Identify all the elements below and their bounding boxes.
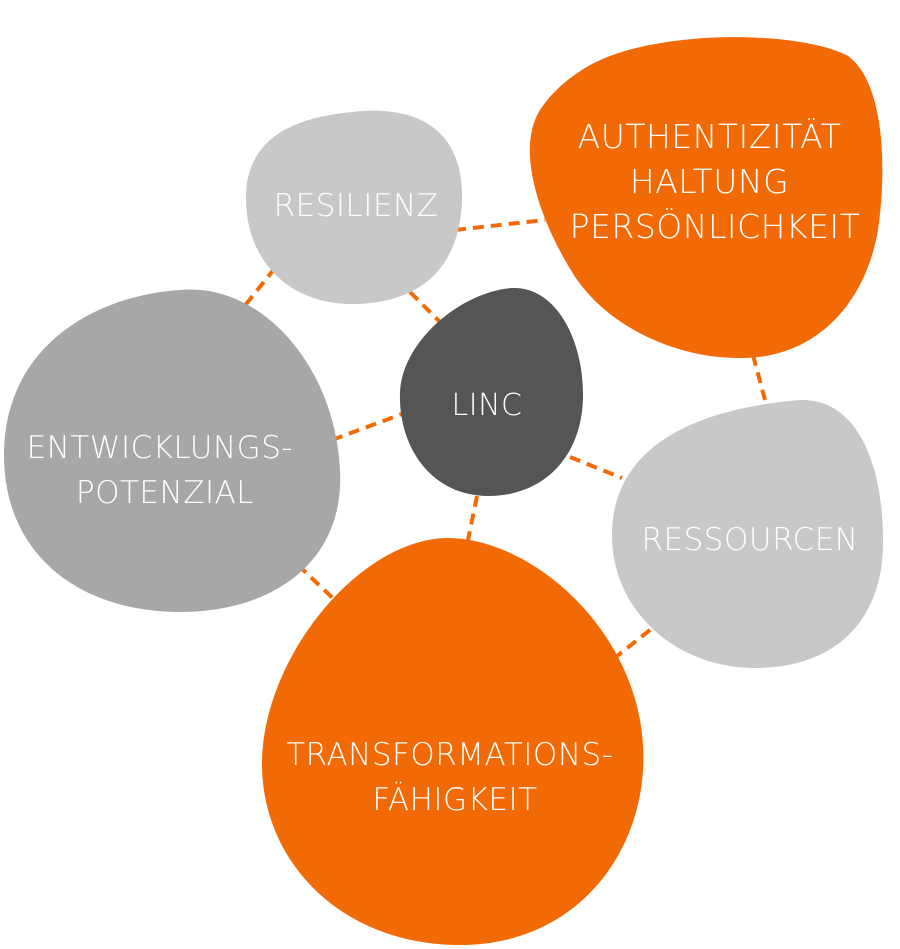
label-authentizitaet: AUTHENTIZITÄT HALTUNG PERSÖNLICHKEIT bbox=[570, 117, 861, 246]
label-entwicklungspotenzial: ENTWICKLUNGS- POTENZIAL bbox=[27, 430, 304, 511]
blob-authentizitaet bbox=[529, 37, 883, 359]
connector-linc-ressourcen bbox=[569, 455, 623, 480]
blob-ressourcen bbox=[612, 399, 884, 668]
label-transformationsfaehigkeit-line-1: TRANSFORMATIONS- bbox=[286, 737, 613, 773]
node-transformationsfaehigkeit: TRANSFORMATIONS- FÄHIGKEIT bbox=[261, 537, 644, 945]
connector-resilienz-authentizitaet bbox=[454, 218, 546, 232]
node-entwicklungspotenzial: ENTWICKLUNGS- POTENZIAL bbox=[4, 289, 341, 612]
label-entwicklungspotenzial-line-2: POTENZIAL bbox=[76, 475, 254, 511]
label-authentizitaet-line-2: HALTUNG bbox=[630, 162, 789, 201]
label-resilienz: RESILIENZ bbox=[274, 188, 439, 224]
connectors bbox=[233, 218, 767, 662]
label-ressourcen-line-1: RESSOURCEN bbox=[642, 522, 859, 558]
node-resilienz: RESILIENZ bbox=[246, 110, 463, 304]
label-ressourcen: RESSOURCEN bbox=[642, 522, 859, 558]
connector-linc-transformationsfaehigkeit bbox=[466, 495, 479, 541]
blob-resilienz bbox=[246, 110, 463, 304]
label-linc-line-1: LINC bbox=[452, 388, 523, 423]
node-ressourcen: RESSOURCEN bbox=[612, 399, 884, 668]
label-resilienz-line-1: RESILIENZ bbox=[274, 188, 439, 224]
blob-entwicklungspotenzial bbox=[4, 289, 341, 612]
connector-ressourcen-transformationsfaehigkeit bbox=[610, 628, 652, 662]
blob-linc bbox=[399, 287, 583, 496]
label-entwicklungspotenzial-line-1: ENTWICKLUNGS- bbox=[27, 430, 293, 466]
connector-resilienz-entwicklungspotenzial bbox=[233, 266, 277, 320]
label-authentizitaet-line-3: PERSÖNLICHKEIT bbox=[570, 207, 861, 246]
node-linc: LINC bbox=[399, 287, 583, 496]
connector-entwicklungspotenzial-linc bbox=[331, 412, 403, 442]
label-linc: LINC bbox=[452, 388, 523, 423]
node-authentizitaet: AUTHENTIZITÄT HALTUNG PERSÖNLICHKEIT bbox=[529, 37, 883, 359]
connector-resilienz-linc bbox=[408, 290, 442, 324]
connector-entwicklungspotenzial-transformationsfaehigkeit bbox=[296, 563, 342, 607]
connector-authentizitaet-ressourcen bbox=[751, 354, 767, 401]
blob-transformationsfaehigkeit bbox=[261, 537, 644, 945]
label-transformationsfaehigkeit: TRANSFORMATIONS- FÄHIGKEIT bbox=[286, 737, 624, 818]
label-authentizitaet-line-1: AUTHENTIZITÄT bbox=[578, 117, 842, 156]
label-transformationsfaehigkeit-line-2: FÄHIGKEIT bbox=[372, 782, 537, 818]
